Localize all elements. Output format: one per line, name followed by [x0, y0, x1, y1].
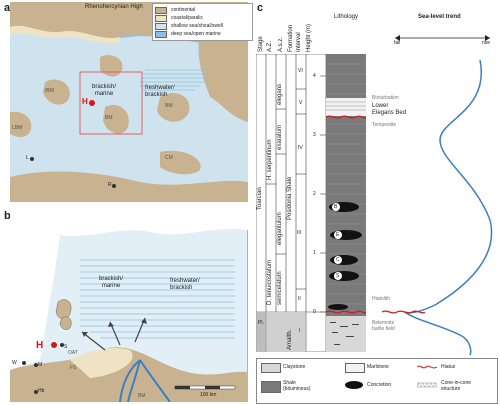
header-height: Height (m) [306, 23, 312, 52]
height-4: 4 [313, 73, 316, 79]
map-a-site-r: R [108, 182, 112, 188]
map-a-freshwater-label: freshwater/ brackish [145, 85, 175, 98]
map-b-brackish-label: brackish/ marine [98, 276, 123, 289]
map-b-oat: OAT [68, 350, 78, 356]
legend-hiatus-label: Hiatus [441, 364, 456, 370]
sea-level-title: Sea-level trend [418, 14, 461, 20]
formation-posidonia: Posidonia Shale [287, 176, 293, 220]
sea-level-axis [395, 35, 490, 41]
strat-table [256, 54, 326, 352]
map-a-lbm: LBM [12, 125, 23, 131]
legend-claystone-label: Claystone [283, 364, 306, 370]
header-interval: Interval [296, 32, 302, 52]
map-b-freshwater-label: freshwater/ brackish [170, 278, 200, 291]
map-a [10, 2, 248, 202]
map-a-ibm: IBM [45, 88, 54, 94]
interval-iii: III [297, 230, 302, 236]
legend-label-coastal: coastal/paralic [171, 15, 203, 21]
annotation-hiatolith: Hiatolith [372, 296, 391, 302]
asz-exaratum: exaratum [277, 124, 283, 150]
map-b-scale: 100 km [200, 392, 217, 398]
map-b-site-hb: Hb [38, 388, 45, 394]
annotation-bioturbation: Bioturbation [372, 95, 399, 101]
legend-swatch-continental [155, 6, 167, 14]
map-a-top-label: Rhenohercynian High [85, 4, 143, 10]
panel-a-label: a [4, 2, 11, 14]
map-a-bm2: BM [165, 103, 173, 109]
map-b-site-s: S [64, 344, 68, 350]
legend-concretion-swatch [345, 381, 363, 389]
map-b-fs: FS [70, 365, 77, 371]
legend-shale-swatch [261, 381, 281, 393]
legend-cone-label: Cone-in-cone structure [441, 380, 472, 392]
map-b [10, 210, 248, 402]
sea-level-rise: rise [482, 40, 491, 46]
map-a-bm: BM [105, 115, 113, 121]
annotation-belemnite: Belemnite battle field [372, 320, 395, 332]
legend-label-shallow: shallow sea/shoal/swell [171, 23, 223, 29]
legend-claystone-swatch [261, 363, 281, 373]
legend-marlstone-swatch [345, 363, 365, 373]
map-b-site-m: M [38, 362, 43, 368]
annotation-lower-elegans: Lower Elegans Bed [372, 103, 407, 116]
legend-concretion-label: Concretion [367, 382, 392, 388]
map-b-bm: BM [138, 393, 146, 399]
lithology-column [326, 54, 366, 352]
stage-pl: Pl. [258, 320, 264, 326]
annotation-tempestite: Tempestite [372, 122, 397, 128]
legend-swatch-shallow [155, 22, 167, 30]
panel-b-label: b [4, 210, 11, 222]
height-1: 1 [313, 250, 316, 256]
header-asz: A.s.z. [278, 36, 284, 52]
az-tenuicostatum: D. tenuicostatum [267, 259, 273, 305]
legend-label-deep: deep sea/open marine [171, 31, 221, 37]
header-az: A.Z. [267, 40, 273, 52]
stage-toarcian: Toarcian [257, 187, 263, 210]
map-b-site-w: W [12, 360, 17, 366]
legend-swatch-coastal [155, 14, 167, 22]
formation-amalth: Amalth. [287, 329, 293, 350]
asz-elegantulum: elegantulum [277, 212, 283, 245]
legend-swatch-deep [155, 30, 167, 38]
map-b-site-h: H [36, 340, 44, 351]
interval-v: V [299, 100, 303, 106]
map-a-legend: continental coastal/paralic shallow sea/… [152, 3, 253, 41]
interval-iv: IV [298, 145, 303, 151]
concretion-label-s: S [336, 273, 340, 279]
legend-shale-label: Shale (bituminous) [283, 380, 311, 392]
sea-level-curve [381, 59, 493, 355]
sea-level-fall: fall [394, 40, 401, 46]
map-a-site-h: H [82, 97, 88, 106]
legend-marlstone-label: Marlstone [367, 364, 389, 370]
interval-i: I [299, 328, 301, 334]
interval-vi: VI [298, 68, 303, 74]
lithology-legend: Claystone Shale (bituminous) Marlstone C… [256, 358, 498, 404]
header-stage: Stage [258, 36, 264, 52]
legend-label-continental: continental [171, 7, 196, 13]
concretion-label-e: E [336, 232, 340, 238]
map-a-brackish-label: brackish/ marine [91, 84, 116, 97]
legend-hiatus-swatch [417, 365, 437, 369]
asz-semicelatum: semicelatum [277, 271, 283, 305]
map-a-cm: CM [165, 155, 173, 161]
interval-ii: II [298, 296, 301, 302]
panel-c-label: c [257, 2, 264, 14]
header-lithology: Lithology [334, 14, 359, 20]
height-2: 2 [313, 191, 316, 197]
height-0: 0 [313, 309, 316, 315]
map-a-site-l: L [26, 155, 29, 161]
header-formation: Formation [288, 24, 294, 52]
concretion-label-c: C [336, 257, 340, 263]
height-3: 3 [313, 132, 316, 138]
legend-cone-swatch [417, 382, 437, 388]
asz-elegans: elegans [277, 83, 283, 105]
az-serpentinum: H. serpentinum [267, 139, 273, 180]
concretion-label-b: B [334, 204, 338, 210]
